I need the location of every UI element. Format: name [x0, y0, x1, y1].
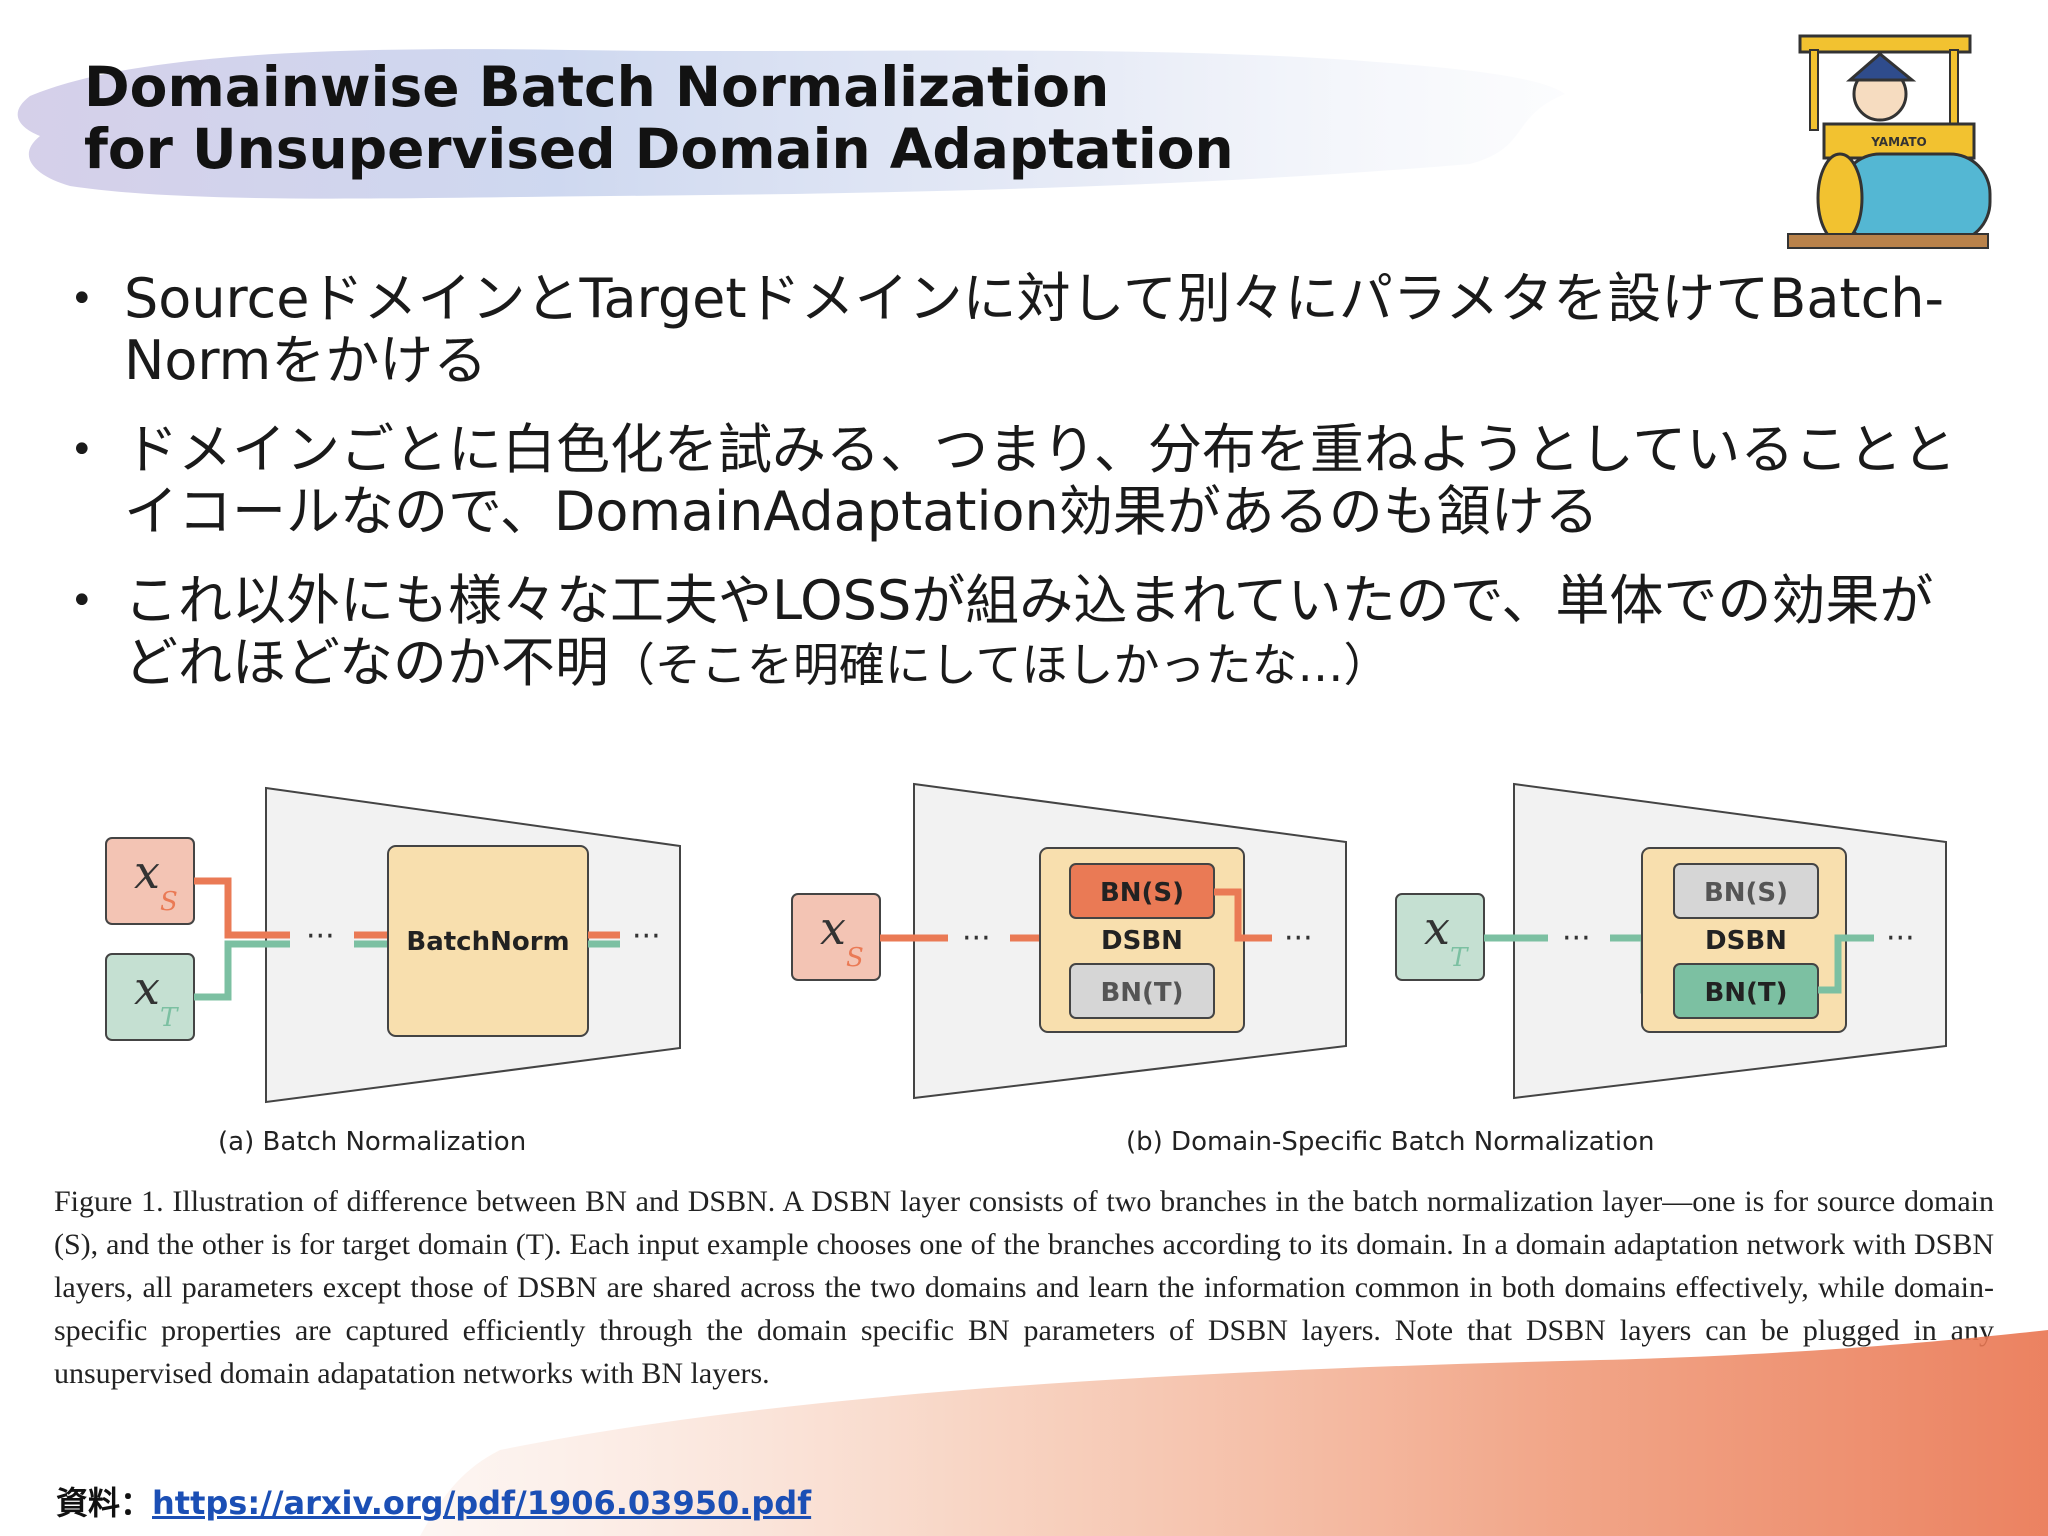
bn-s-label-inactive: BN(S) [1704, 878, 1788, 908]
slide-title: Domainwise Batch Normalization for Unsup… [84, 56, 1234, 180]
bullet-item: • これ以外にも様々な工夫やLOSSが組み込まれていたので、単体での効果がどれほ… [68, 570, 1968, 696]
mascot-roller-illustration: YAMATO [1787, 34, 1992, 249]
input-source-sub-a: S [160, 887, 178, 917]
dsbn-label-source: DSBN [1101, 926, 1183, 956]
title-line-2: for Unsupervised Domain Adaptation [84, 117, 1234, 181]
input-target-label-b: x [1424, 901, 1450, 955]
bullet-aside: （そこを明確にしてほしかったな…） [608, 638, 1390, 692]
ellipsis-b3: ··· [1562, 921, 1591, 956]
ellipsis-a2: ··· [632, 919, 661, 954]
panel-a-label: (a) Batch Normalization [218, 1127, 526, 1157]
bn-s-label-active: BN(S) [1100, 878, 1184, 908]
ellipsis-a1: ··· [306, 919, 335, 954]
bn-t-label-inactive: BN(T) [1100, 978, 1183, 1008]
input-target-sub-a: T [160, 1003, 179, 1033]
dsbn-label-target: DSBN [1705, 926, 1787, 956]
paper-figure: x S x T ··· BatchNorm ··· x S ··· BN(S) … [48, 762, 1998, 1412]
figure-caption: Figure 1. Illustration of difference bet… [54, 1185, 1994, 1390]
source-label: 資料： [56, 1484, 153, 1522]
bottom-watercolor-background [420, 1330, 2048, 1536]
input-target-sub-b: T [1450, 943, 1469, 973]
input-target-label-a: x [134, 961, 160, 1015]
bullet-dot-icon: • [70, 578, 94, 624]
input-source-label-a: x [134, 845, 160, 899]
batchnorm-label: BatchNorm [406, 927, 569, 957]
input-source-sub-b: S [846, 943, 864, 973]
bullet-text: ドメインごとに白色化を試みる、つまり、分布を重ねようとしていることとイコールなの… [124, 418, 1957, 543]
bn-t-label-active: BN(T) [1704, 978, 1787, 1008]
bn-t-inactive [1069, 963, 1215, 1019]
input-source-label-b: x [820, 901, 846, 955]
source-link[interactable]: https://arxiv.org/pdf/1906.03950.pdf [152, 1484, 812, 1522]
ellipsis-b4: ··· [1886, 921, 1915, 956]
bullet-text: これ以外にも様々な工夫やLOSSが組み込まれていたので、単体での効果がどれほどな… [124, 569, 1934, 694]
ellipsis-b2: ··· [1284, 921, 1313, 956]
bullet-dot-icon: • [70, 427, 94, 473]
bullet-item: • SourceドメインとTargetドメインに対して別々にパラメタを設けてBa… [68, 268, 1968, 392]
bn-dsbn-diagram: x S x T ··· BatchNorm ··· x S ··· BN(S) … [105, 782, 1947, 1157]
source-reference: 資料：https://arxiv.org/pdf/1906.03950.pdf [56, 1478, 811, 1524]
title-watercolor-background [17, 49, 1566, 199]
bullet-item: • ドメインごとに白色化を試みる、つまり、分布を重ねようとしていることとイコール… [68, 419, 1968, 543]
ellipsis-b1: ··· [962, 921, 991, 956]
title-line-1: Domainwise Batch Normalization [84, 55, 1110, 119]
bullet-dot-icon: • [70, 276, 94, 322]
bullet-text: SourceドメインとTargetドメインに対して別々にパラメタを設けてBatc… [124, 267, 1944, 392]
panel-b-label: (b) Domain-Specific Batch Normalization [1126, 1127, 1654, 1157]
mascot-badge: YAMATO [1870, 135, 1927, 149]
bn-s-inactive [1673, 863, 1819, 919]
bullet-list: • SourceドメインとTargetドメインに対して別々にパラメタを設けてBa… [68, 268, 1968, 723]
